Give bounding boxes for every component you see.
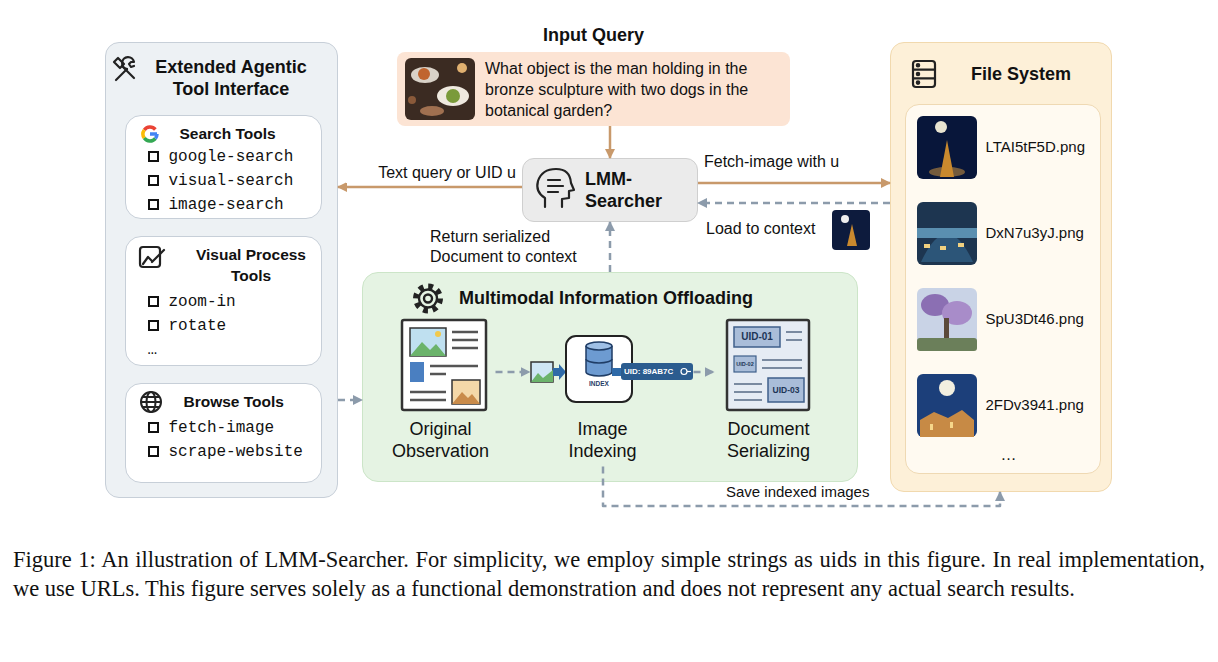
text-row: google-search [148, 145, 315, 169]
node-text: What object is the man holding in the br… [485, 58, 762, 121]
text-row: File System [971, 61, 1111, 87]
text-row: visual-search [148, 169, 315, 193]
tool-interface-panel: Extended Agentic Tool InterfaceSearch To… [105, 42, 338, 498]
node-text: … [148, 338, 315, 362]
text-row: fetch-image [148, 416, 315, 440]
node-title: Multimodal Information Offloading [459, 285, 857, 311]
node-title: LTAI5tF5D.png [986, 137, 1086, 157]
image-indexing-icon [531, 336, 693, 402]
file-thumbnail [917, 374, 977, 437]
edge-label: Text query or UID u [346, 163, 516, 183]
checkbox-icon [148, 446, 159, 457]
tool-group-box: Search Toolsgoogle-searchvisual-searchim… [125, 115, 322, 219]
dashed-arrow [496, 371, 530, 374]
node-title: Original Observation [386, 418, 496, 462]
node-title: Search Tools [148, 123, 315, 144]
edge-label: Save indexed images [726, 483, 891, 501]
file-thumbnail [917, 202, 977, 265]
node-text: … [1001, 445, 1100, 465]
node-title: LMM-Searcher [585, 168, 685, 212]
tool-group-box: Browse Tools fetch-imagescrape-website [125, 383, 322, 483]
observation-document-icon [402, 320, 486, 410]
dashed-arrow [609, 222, 612, 272]
node-text: zoom-in [169, 290, 236, 314]
dashed-arrow [694, 371, 714, 374]
uid-label: UID-01 [734, 327, 780, 347]
text-row: Visual Process Tools [148, 244, 315, 286]
uid-label: UID-02 [734, 356, 756, 372]
text-row: rotate [148, 314, 315, 338]
node-title: Browse Tools [148, 391, 315, 412]
file-thumbnail [917, 116, 977, 179]
checkbox-icon [148, 175, 159, 186]
edge-label: Return serialized Document to context [430, 227, 600, 267]
checkbox-icon [148, 422, 159, 433]
text-row: image-search [148, 193, 315, 217]
dashed-arrow [698, 202, 890, 205]
node-text: rotate [169, 314, 227, 338]
solid-arrow [609, 126, 612, 158]
text-row: Document Serializing [714, 418, 824, 462]
image-edit-icon [140, 247, 164, 267]
solid-arrow [338, 186, 522, 189]
text-row: Original Observation [386, 418, 496, 462]
node-text: SpU3Dt46.png [986, 309, 1084, 329]
agent-box: LMM-Searcher [522, 158, 698, 222]
text-row: Extended Agentic Tool Interface [147, 56, 315, 100]
checkbox-icon [148, 199, 159, 210]
checkbox-icon [148, 296, 159, 307]
dashed-arrow [603, 467, 1000, 507]
node-title: Document Serializing [714, 418, 824, 462]
text-row: zoom-in [148, 290, 315, 314]
text-row: Image Indexing [530, 418, 694, 462]
node-text: DxN7u3yJ.png [986, 223, 1084, 243]
tools-icon [114, 57, 134, 80]
server-icon [913, 61, 935, 87]
uid-label: UID-03 [768, 378, 804, 402]
node-text: visual-search [169, 169, 294, 193]
text-row: … [148, 338, 315, 362]
node-title: Input Query [397, 22, 790, 48]
node-text: 2FDv3941.png [986, 395, 1084, 415]
text-row: LMM-Searcher [585, 168, 685, 212]
text-row: scrape-website [148, 440, 315, 464]
node-text: fetch-image [169, 416, 275, 440]
node-title: Visual Process Tools [148, 244, 315, 286]
dashed-arrow [338, 399, 362, 402]
node-text: scrape-website [169, 440, 303, 464]
uid-label: UID: 89AB7C [624, 363, 673, 380]
tool-group-box: Visual Process Tools zoom-inrotate… [125, 236, 322, 366]
text-row: Input Query [485, 22, 762, 48]
searcher-head-icon [537, 169, 574, 207]
node-title: File System [971, 61, 1111, 87]
checkbox-icon [148, 151, 159, 162]
text-row: Search Tools [148, 123, 315, 144]
figure-caption: Figure 1: An illustration of LMM-Searche… [13, 545, 1205, 603]
node-text: google-search [169, 145, 294, 169]
node-title: Image Indexing [548, 418, 658, 462]
gear-icon [416, 287, 440, 311]
text-row: Browse Tools [148, 391, 315, 412]
node-title: Extended Agentic Tool Interface [147, 56, 315, 100]
loaded-image-thumbnail [832, 210, 870, 250]
edge-label: Load to context [706, 219, 830, 239]
serialized-document-icon [727, 320, 809, 410]
edge-label: Fetch-image with u [704, 152, 884, 172]
text-row: Multimodal Information Offloading [459, 285, 857, 311]
solid-arrow [698, 182, 890, 185]
checkbox-icon [148, 320, 159, 331]
globe-icon [141, 392, 161, 412]
node-text: image-search [169, 193, 284, 217]
google-icon [143, 127, 157, 141]
query-photo [405, 58, 475, 120]
file-thumbnail [917, 288, 977, 351]
text-row: … [916, 445, 1100, 465]
text-row: What object is the man holding in the br… [485, 58, 762, 121]
index-label: INDEX [585, 379, 613, 388]
